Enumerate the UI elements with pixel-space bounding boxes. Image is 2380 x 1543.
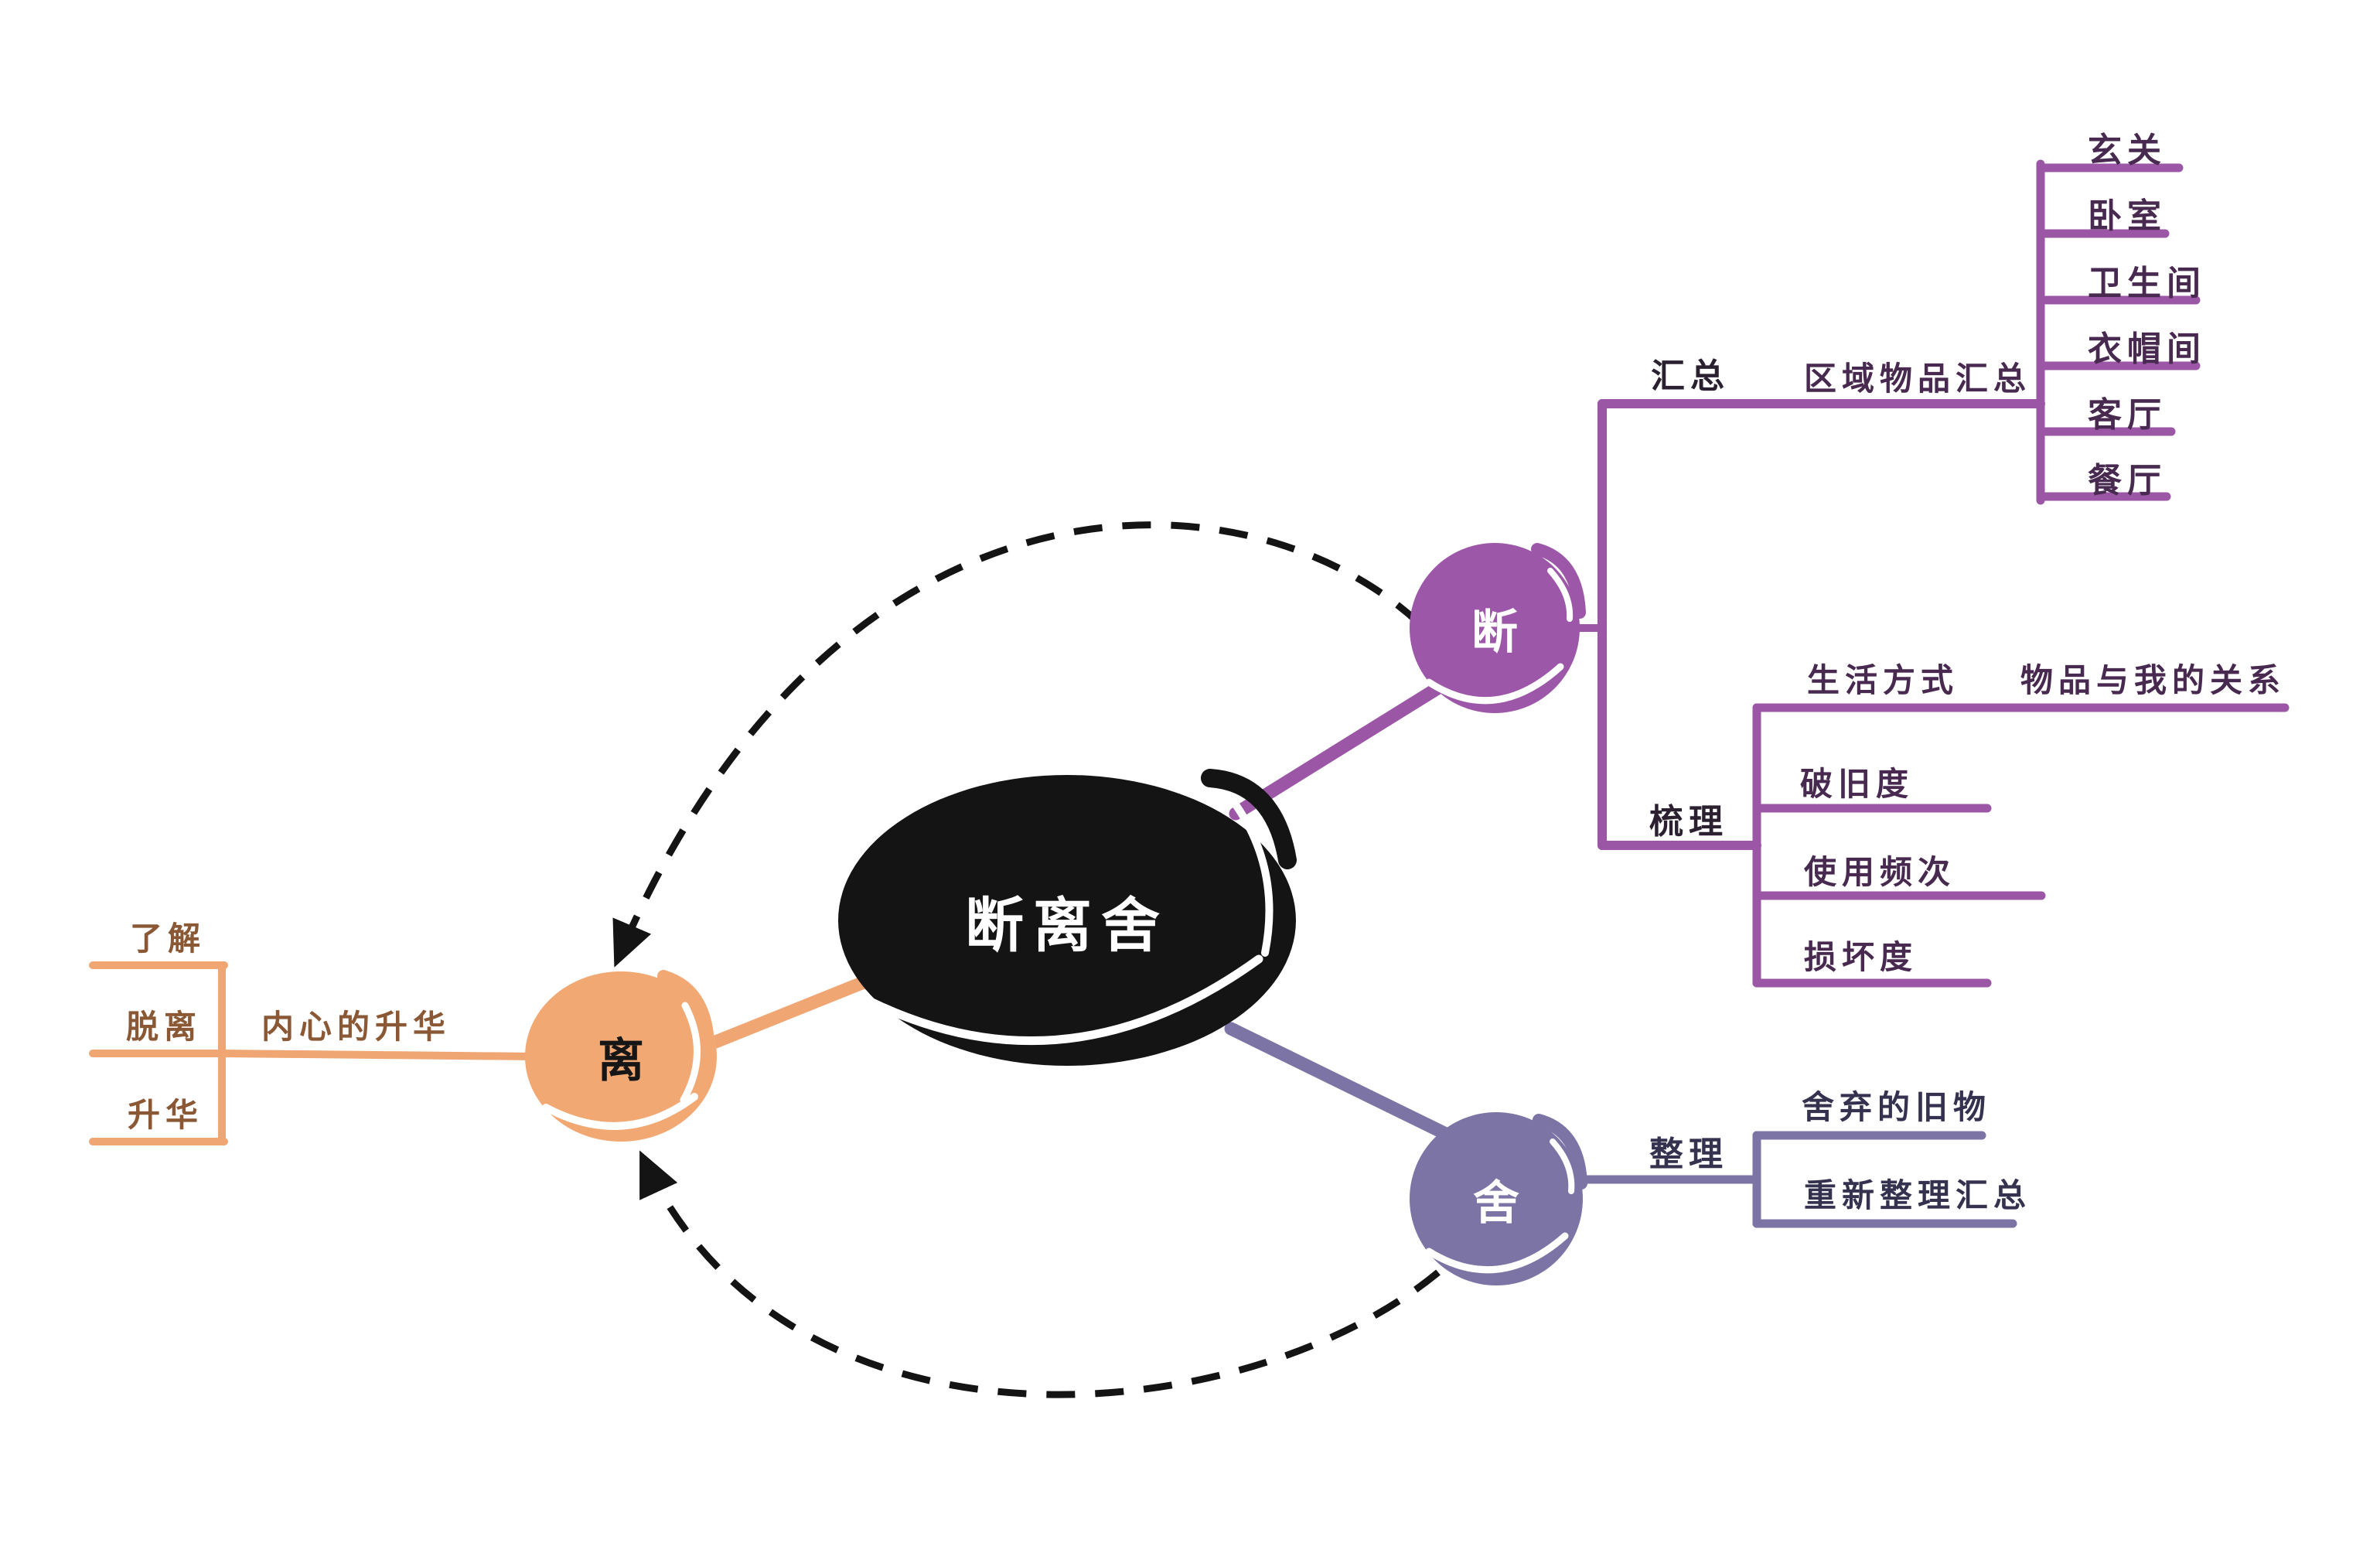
li-node-label[interactable]: 离 xyxy=(598,1033,644,1088)
center-node-label[interactable]: 断离舍 xyxy=(965,891,1169,960)
li-branch-lines xyxy=(89,961,898,1145)
she-branch-lines xyxy=(1224,1022,2017,1228)
li-node-shape[interactable] xyxy=(525,970,717,1142)
label-liaojie[interactable]: 了解 xyxy=(130,920,206,958)
label-room-canting[interactable]: 餐厅 xyxy=(2088,461,2167,500)
center-node-shape[interactable] xyxy=(838,769,1297,1066)
she-node-label[interactable]: 舍 xyxy=(1473,1176,1519,1231)
label-sunhuaidu[interactable]: 损坏度 xyxy=(1804,938,1918,976)
duan-node-shape[interactable] xyxy=(1410,543,1586,713)
she-node-shape[interactable] xyxy=(1410,1112,1587,1285)
label-tuoli[interactable]: 脱离 xyxy=(126,1008,203,1046)
label-room-weishengjian[interactable]: 卫生间 xyxy=(2088,264,2206,303)
label-room-yimaojian[interactable]: 衣帽间 xyxy=(2088,329,2206,369)
label-room-woshi[interactable]: 卧室 xyxy=(2088,196,2167,236)
label-neixin-shenghua[interactable]: 内心的升华 xyxy=(261,1008,452,1046)
label-shiyongpinci[interactable]: 使用频次 xyxy=(1804,853,1956,891)
label-huizong[interactable]: 汇总 xyxy=(1651,357,1730,396)
label-sheqi-jiuwu[interactable]: 舍弃的旧物 xyxy=(1802,1088,1992,1126)
label-room-keting[interactable]: 客厅 xyxy=(2088,395,2167,435)
label-room-xuanguan[interactable]: 玄关 xyxy=(2088,131,2167,170)
duan-branch-lines xyxy=(1229,159,2290,988)
label-zhengli[interactable]: 整理 xyxy=(1649,1135,1728,1174)
cycle-arrow-top xyxy=(612,521,1455,968)
label-chongxin-zhengli[interactable]: 重新整理汇总 xyxy=(1804,1176,2032,1214)
cycle-arrow-bottom xyxy=(639,1150,1441,1398)
label-shenghua[interactable]: 升华 xyxy=(128,1096,204,1134)
label-pojiudu[interactable]: 破旧度 xyxy=(1800,765,1915,803)
label-quyu-wupin-huizong[interactable]: 区域物品汇总 xyxy=(1804,360,2032,398)
label-wupin-yu-wo[interactable]: 物品与我的关系 xyxy=(2020,661,2286,699)
label-shenghuofangshi[interactable]: 生活方式 xyxy=(1807,661,1959,699)
duan-node-label[interactable]: 断 xyxy=(1471,605,1518,660)
label-shuli[interactable]: 梳理 xyxy=(1649,802,1728,841)
